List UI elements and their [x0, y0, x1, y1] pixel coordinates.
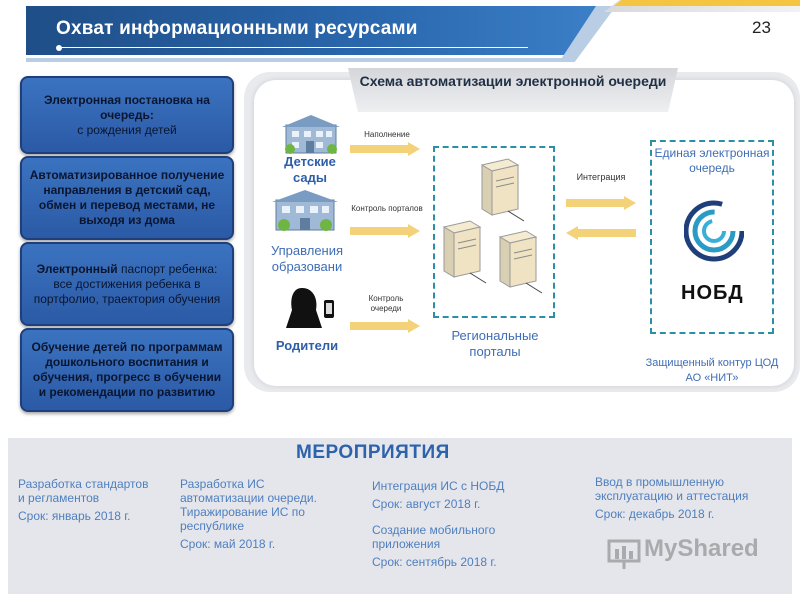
integration-arrow-right — [566, 196, 636, 210]
feature-box-education: Обучение детей по программам дошкольного… — [20, 328, 234, 412]
page-title: Охват информационными ресурсами — [56, 18, 418, 39]
header-dot — [56, 45, 62, 51]
arrow-label-integration: Интеграция — [576, 172, 626, 182]
event-column-development: Разработка ИС автоматизации очереди. Тир… — [180, 477, 340, 555]
header-underline — [58, 47, 528, 48]
control-portals-arrow — [350, 224, 420, 238]
nobd-logo-icon — [684, 200, 744, 262]
schema-title: Схема автоматизации электронной очереди — [359, 73, 667, 89]
event-deadline: Срок: декабрь 2018 г. — [595, 507, 715, 521]
feature-box-passport: Электронный паспорт ребенка: все достиже… — [20, 242, 234, 326]
event-deadline: Срок: август 2018 г. — [372, 497, 481, 511]
servers-icon — [442, 158, 543, 294]
event-deadline: Срок: сентябрь 2018 г. — [372, 555, 497, 569]
regional-portals-box — [433, 146, 555, 318]
unified-queue-box — [650, 140, 774, 334]
events-title: МЕРОПРИЯТИЯ — [296, 442, 450, 463]
event-column-standards: Разработка стандартов и регламентов Срок… — [18, 477, 158, 527]
secure-perimeter-label: Защищенный контур ЦОД АО «НИТ» — [645, 357, 779, 384]
event-text: Разработка ИС автоматизации очереди. Тир… — [180, 477, 317, 533]
source-kindergartens-label: Детские сады — [284, 154, 336, 185]
top-right-accent — [614, 0, 800, 6]
arrow-label-control-queue: Контроль очереди — [368, 294, 404, 313]
feature-box-referral: Автоматизированное получение направления… — [20, 156, 234, 240]
feature-box-queue: Электронная постановка на очередь: с рож… — [20, 76, 234, 154]
arrow-label-fill: Наполнение — [364, 130, 410, 139]
schema-title-tab — [348, 68, 678, 112]
kindergarten-building-icon — [282, 115, 340, 154]
event-deadline: Срок: январь 2018 г. — [18, 509, 131, 523]
feature-box-bold: Автоматизированное получение направления… — [29, 168, 225, 227]
regional-portals-label: Региональные порталы — [451, 328, 539, 359]
event-column-integration: Интеграция ИС с НОБД Срок: август 2018 г… — [372, 479, 542, 573]
event-deadline: Срок: май 2018 г. — [180, 537, 276, 551]
events-section — [8, 438, 792, 594]
feature-box-text: Электронный паспорт ребенка: все достиже… — [28, 262, 226, 307]
watermark-chart-icon — [607, 539, 641, 569]
event-text: Интеграция ИС с НОБД — [372, 479, 505, 493]
event-text: Разработка стандартов и регламентов — [18, 477, 149, 505]
arrow-label-control-portals: Контроль порталов — [351, 204, 423, 213]
parents-silhouette-icon — [286, 288, 334, 328]
source-education-departments-label: Управления образовани — [270, 243, 344, 274]
page-number: 23 — [752, 18, 771, 37]
nobd-label: НОБД — [681, 282, 744, 304]
control-queue-arrow — [350, 319, 420, 333]
fill-arrow — [350, 142, 420, 156]
event-text: Создание мобильного приложения — [372, 523, 496, 551]
feature-box-bold: Обучение детей по программам дошкольного… — [31, 340, 223, 399]
event-column-commissioning: Ввод в промышленную эксплуатацию и аттес… — [595, 475, 775, 525]
event-text: Ввод в промышленную эксплуатацию и аттес… — [595, 475, 749, 503]
unified-queue-label: Единая электронная очередь — [654, 146, 770, 175]
education-department-building-icon — [272, 190, 338, 231]
feature-box-text: с рождения детей — [77, 122, 177, 137]
feature-box-normal: паспорт ребенка: все достижения ребенка … — [33, 261, 221, 306]
header-banner — [26, 6, 596, 58]
feature-box-bold: Электронный — [36, 261, 118, 276]
integration-arrow-left — [566, 226, 636, 240]
source-parents-label: Родители — [275, 338, 339, 353]
feature-box-bold: Электронная постановка на очередь: — [44, 92, 210, 122]
watermark: MyShared — [644, 535, 759, 562]
